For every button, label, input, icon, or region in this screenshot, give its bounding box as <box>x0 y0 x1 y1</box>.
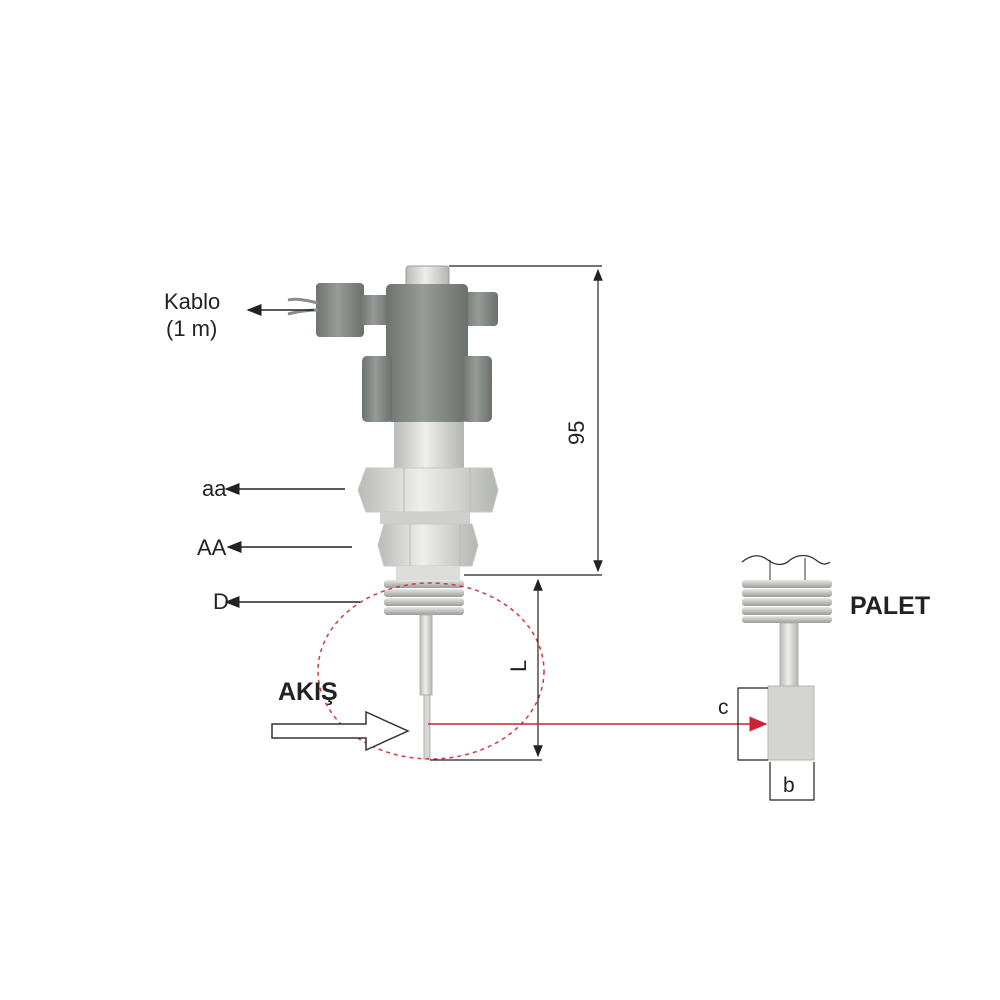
dim-c-label: c <box>718 696 729 719</box>
switch-body <box>287 265 499 760</box>
label-AA: AA <box>197 535 227 560</box>
block-right-wing <box>462 356 492 422</box>
paddle-detail: PALET c b <box>718 554 930 801</box>
thread-D <box>384 580 464 615</box>
hex-nut-aa <box>357 467 499 513</box>
hex-nut-AA <box>377 523 479 567</box>
cable-gland <box>316 283 364 337</box>
flow-label: AKIŞ <box>278 678 338 706</box>
dim-L-label: L <box>506 660 531 672</box>
neck <box>394 422 464 468</box>
dim-95-label: 95 <box>564 421 589 445</box>
side-stub-right <box>462 292 498 326</box>
collar <box>396 566 460 580</box>
block-left-wing <box>362 356 392 422</box>
dimension-b <box>769 762 815 801</box>
paddle-stem <box>779 622 799 688</box>
dimension-c <box>737 687 768 761</box>
paddle-thread <box>742 580 832 623</box>
cable-callout: Kablo (1 m) <box>164 289 314 341</box>
dimension-L: L <box>430 578 543 761</box>
paddle-edge <box>423 694 431 760</box>
gland-neck <box>360 295 390 325</box>
dimension-95: 95 <box>449 265 603 576</box>
cable-label-line2: (1 m) <box>166 316 217 341</box>
paddle-label: PALET <box>850 592 930 620</box>
cable-label-line1: Kablo <box>164 289 220 314</box>
detail-circle <box>317 582 545 760</box>
break-line <box>741 554 831 566</box>
dim-b-label: b <box>783 774 795 797</box>
label-aa: aa <box>202 476 227 501</box>
stem <box>419 614 433 696</box>
spacer <box>380 512 470 524</box>
paddle-plate <box>767 685 815 761</box>
main-block <box>386 284 468 422</box>
cable-wires <box>287 297 319 316</box>
flow-arrow <box>271 710 410 752</box>
